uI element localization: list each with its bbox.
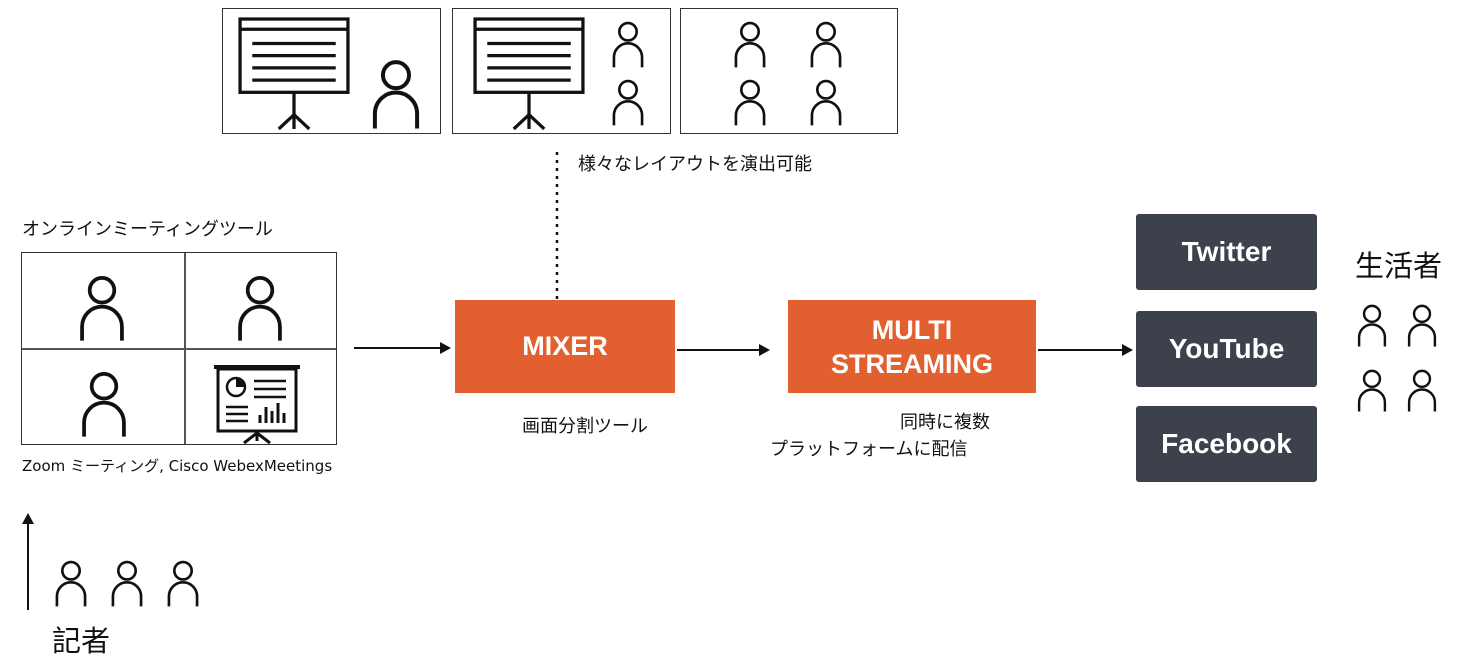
layout-panel-presentation-two-participants: [452, 8, 671, 134]
multi-streaming-caption-line1: 同時に複数: [900, 412, 990, 433]
person-icon: [369, 59, 423, 131]
mixer-box: MIXER: [455, 300, 675, 393]
person-icon: [165, 560, 201, 608]
person-icon: [109, 560, 145, 608]
person-icon: [733, 79, 767, 127]
person-icon: [1406, 304, 1438, 348]
platform-label: YouTube: [1168, 333, 1285, 364]
multi-streaming-label-line2: STREAMING: [831, 348, 993, 379]
person-icon: [809, 79, 843, 127]
arrow-right-icon: [1038, 344, 1133, 356]
dotted-connector: [555, 152, 559, 300]
multi-streaming-box: MULTI STREAMING: [788, 300, 1036, 393]
person-icon: [809, 21, 843, 69]
mixer-label: MIXER: [522, 331, 608, 361]
person-icon: [733, 21, 767, 69]
person-icon: [53, 560, 89, 608]
arrow-right-icon: [354, 342, 451, 354]
platform-twitter: Twitter: [1136, 214, 1317, 290]
grid-divider: [22, 348, 336, 350]
arrow-up-icon: [22, 513, 34, 610]
presentation-chart-icon: [214, 365, 300, 445]
arrow-right-icon: [677, 344, 770, 356]
layouts-caption: 様々なレイアウトを演出可能: [578, 154, 812, 175]
mixer-caption: 画面分割ツール: [522, 416, 648, 437]
multi-streaming-label-line1: MULTI: [871, 314, 953, 345]
meeting-tool-caption: Zoom ミーティング, Cisco WebexMeetings: [22, 457, 333, 475]
presentation-board-icon: [238, 17, 350, 131]
person-icon: [1406, 369, 1438, 413]
platform-youtube: YouTube: [1136, 311, 1317, 387]
person-icon: [236, 275, 284, 343]
person-icon: [80, 371, 128, 439]
multi-streaming-caption-line2: プラットフォームに配信: [770, 439, 968, 460]
layout-panel-four-participants: [680, 8, 898, 134]
reporters-label: 記者: [52, 624, 111, 658]
person-icon: [611, 79, 645, 127]
meeting-tool-grid: [21, 252, 337, 445]
person-icon: [1356, 369, 1388, 413]
presentation-board-icon: [473, 17, 585, 131]
layout-panel-presentation-speaker: [222, 8, 441, 134]
platform-label: Twitter: [1181, 236, 1272, 267]
person-icon: [1356, 304, 1388, 348]
person-icon: [78, 275, 126, 343]
platform-label: Facebook: [1161, 428, 1292, 459]
audience-label: 生活者: [1355, 249, 1443, 283]
platform-facebook: Facebook: [1136, 406, 1317, 482]
person-icon: [611, 21, 645, 69]
meeting-tool-title: オンラインミーティングツール: [22, 219, 273, 240]
